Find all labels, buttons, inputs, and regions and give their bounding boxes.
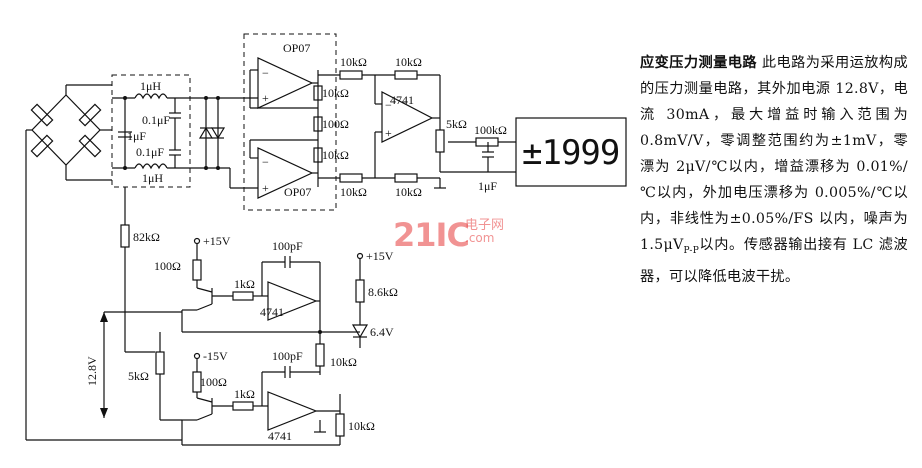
svg-text:−: − xyxy=(385,98,392,112)
output-stage: 5kΩ 100kΩ 1μF ±1999 xyxy=(432,117,627,193)
lc-filter: 1μH 0.1μF 1μF 0.1μF 1μH xyxy=(112,79,230,185)
strain-gauge-schematic: 1μH 0.1μF 1μF 0.1μF 1μH − + OP07 − + OP07 xyxy=(25,33,627,446)
reference-supply: 82kΩ +15V 100Ω 1kΩ 100pF 4741 +15V 8.6kΩ xyxy=(26,187,398,446)
svg-text:−: − xyxy=(262,155,269,169)
op07-top-label: OP07 xyxy=(283,41,310,55)
svg-text:+: + xyxy=(262,91,269,105)
circuit-description: 应变压力测量电路 此电路为采用运放构成的压力测量电路，其外加电源 12.8V，电… xyxy=(640,50,908,290)
r-10kb-label: 10kΩ xyxy=(348,419,375,433)
r-100b-label: 100Ω xyxy=(200,375,227,389)
op07-bottom-label: OP07 xyxy=(284,185,311,199)
svg-text:−: − xyxy=(262,66,269,80)
supply-label: 12.8V xyxy=(85,356,99,386)
r-86k-label: 8.6kΩ xyxy=(368,285,398,299)
r-pot-label: 5kΩ xyxy=(446,117,467,131)
display-readout: ±1999 xyxy=(522,133,619,173)
l1-label: 1μH xyxy=(140,79,161,93)
zener-label: 6.4V xyxy=(370,325,394,339)
strain-gauge-bridge xyxy=(25,84,112,440)
r-a4-label: 10kΩ xyxy=(395,185,422,199)
c3-label: 0.1μF xyxy=(136,145,164,159)
description-title: 应变压力测量电路 xyxy=(640,55,757,71)
r-5k-label: 5kΩ xyxy=(128,369,149,383)
gain-network: 10kΩ 100Ω 10kΩ xyxy=(249,70,349,187)
r-t2-label: 10kΩ xyxy=(322,148,349,162)
r-t1-label: 10kΩ xyxy=(322,86,349,100)
svg-text:+: + xyxy=(385,126,392,140)
op07-top: − + OP07 xyxy=(230,41,318,109)
r-1kb-label: 1kΩ xyxy=(234,387,255,401)
r-a3-label: 10kΩ xyxy=(340,185,367,199)
lc-filter-box xyxy=(111,74,191,188)
c1-label: 0.1μF xyxy=(142,113,170,127)
r-10kz-label: 10kΩ xyxy=(330,355,357,369)
r-g1-label: 100Ω xyxy=(322,117,349,131)
description-subscript: P-P xyxy=(683,245,700,256)
c-out-label: 1μF xyxy=(478,179,497,193)
difference-amp: − + 4741 10kΩ 10kΩ 10kΩ 10kΩ xyxy=(318,55,446,199)
vn1-label: -15V xyxy=(203,349,228,363)
description-body: 此电路为采用运放构成的压力测量电路，其外加电源 12.8V，电流 30mA，最大… xyxy=(640,55,908,253)
r-a2-label: 10kΩ xyxy=(395,55,422,69)
lcd-display xyxy=(515,117,627,187)
l2-label: 1μH xyxy=(142,171,163,185)
c-100pa-label: 100pF xyxy=(272,239,303,253)
protection-diodes xyxy=(198,96,226,170)
r-a1-label: 10kΩ xyxy=(340,55,367,69)
c-100pb-label: 100pF xyxy=(272,349,303,363)
ref1-label: 4741 xyxy=(260,305,284,319)
instrumentation-amp-box xyxy=(243,33,337,211)
op07-bottom: − + OP07 xyxy=(229,147,318,199)
description-tail: 以内。传感器输出接有 LC 滤波器，可以降低电波干扰。 xyxy=(640,237,908,285)
vp2-label: +15V xyxy=(366,249,394,263)
c2-label: 1μF xyxy=(127,129,146,143)
r-82k-label: 82kΩ xyxy=(133,230,160,244)
r-100a-label: 100Ω xyxy=(154,259,181,273)
r-out-label: 100kΩ xyxy=(474,123,507,137)
ref2-label: 4741 xyxy=(268,429,292,443)
vp1-label: +15V xyxy=(203,234,231,248)
inamp-label: 4741 xyxy=(390,93,414,107)
r-1ka-label: 1kΩ xyxy=(234,277,255,291)
svg-text:+: + xyxy=(262,181,269,195)
